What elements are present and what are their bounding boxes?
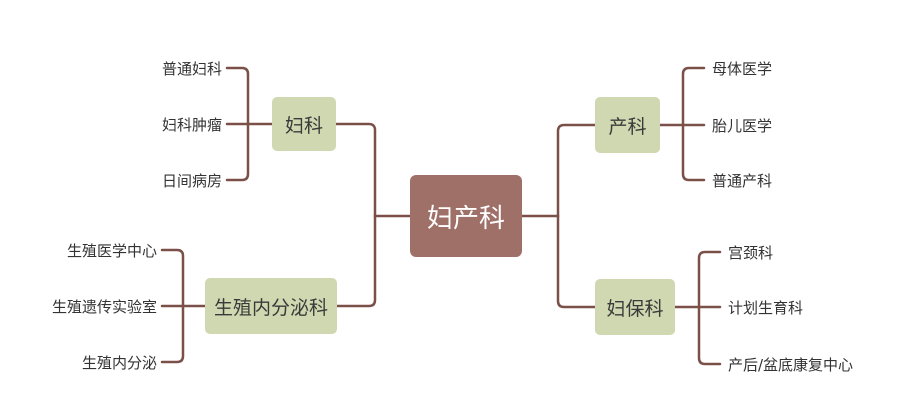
branch-node-chanke: 产科 xyxy=(595,97,660,153)
leaf-fubao-2: 计划生育科 xyxy=(728,298,804,317)
connector-to-shengzhi xyxy=(335,214,377,308)
leaf-shengzhi-1: 生殖医学中心 xyxy=(66,241,157,260)
leaf-shengzhi-2: 生殖遗传实验室 xyxy=(51,297,157,316)
connector-shengzhi-bracket xyxy=(160,248,207,364)
center-label: 妇产科 xyxy=(426,203,505,234)
connector-fubao-bracket xyxy=(673,250,722,366)
branch-node-fuke: 妇科 xyxy=(272,97,336,151)
leaf-fubao-3: 产后/盆底康复中心 xyxy=(728,355,854,374)
connector-to-fuke xyxy=(334,122,377,218)
leaf-shengzhi-3: 生殖内分泌 xyxy=(81,353,157,372)
center-node: 妇产科 xyxy=(410,175,522,257)
branch-node-fubao: 妇保科 xyxy=(595,279,675,335)
branch-label-fubao: 妇保科 xyxy=(606,297,664,320)
leaf-fuke-3: 日间病房 xyxy=(161,171,222,190)
branch-label-fuke: 妇科 xyxy=(284,114,323,137)
leaf-chanke-1: 母体医学 xyxy=(712,59,773,78)
branch-node-shengzhi: 生殖内分泌科 xyxy=(205,278,337,334)
connector-to-chanke xyxy=(556,123,597,218)
connector-chanke-bracket xyxy=(658,66,706,182)
leaf-fuke-2: 妇科肿瘤 xyxy=(161,115,222,134)
connector-fuke-bracket xyxy=(225,66,274,182)
branch-label-chanke: 产科 xyxy=(608,115,647,138)
leaf-chanke-2: 胎儿医学 xyxy=(712,116,773,135)
leaf-fubao-1: 宫颈科 xyxy=(728,243,774,262)
connector-to-fubao xyxy=(556,214,597,309)
leaf-chanke-3: 普通产科 xyxy=(712,171,773,190)
leaf-fuke-1: 普通妇科 xyxy=(161,59,222,78)
branch-label-shengzhi: 生殖内分泌科 xyxy=(213,296,328,319)
